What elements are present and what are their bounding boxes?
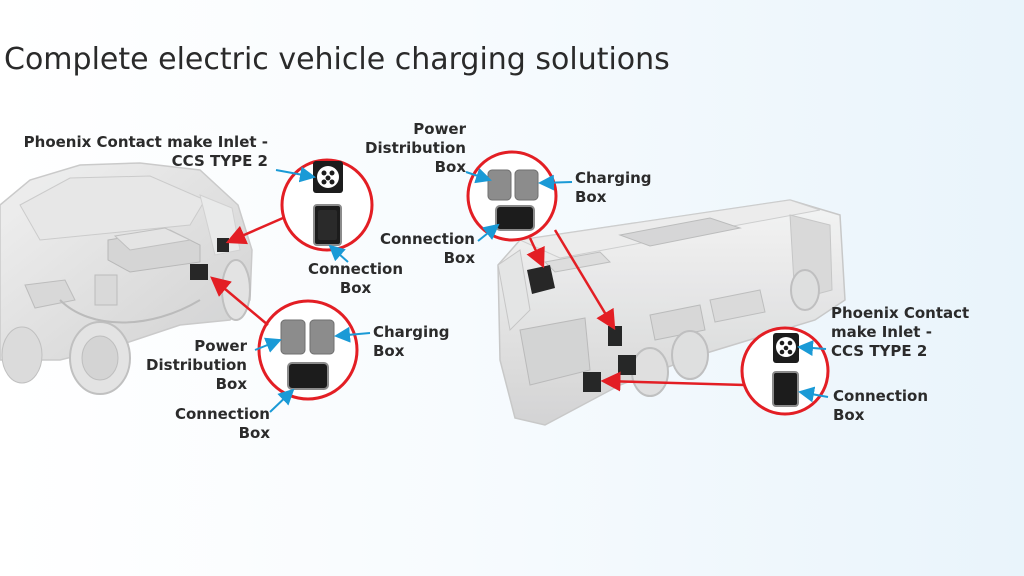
label-line: Connection <box>174 405 270 423</box>
power-distribution-box-icon <box>280 319 306 355</box>
electric-car-illustration <box>0 162 253 395</box>
pointer <box>477 223 500 242</box>
label-line: Charging <box>373 323 450 341</box>
car-connection-label-bottom: Connection Box <box>175 405 270 443</box>
bus-component-marker <box>608 326 622 346</box>
connection-box-icon <box>495 205 535 231</box>
power-distribution-box-icon <box>487 169 512 201</box>
label-line: Box <box>434 158 466 176</box>
label-line: make Inlet - <box>831 323 932 341</box>
bus-connection-label-bottom: Connection Box <box>833 387 928 425</box>
label-line: Power <box>413 120 466 138</box>
bus-connection-label-top: Connection Box <box>380 230 475 268</box>
label-line: Connection <box>379 230 475 248</box>
bus-component-arrow <box>526 237 545 269</box>
label-line: Box <box>373 342 405 360</box>
car-inlet-label: Phoenix Contact make Inlet - CCS TYPE 2 <box>24 133 268 171</box>
pointer <box>798 386 829 403</box>
bus-inlet-arrow <box>600 371 746 392</box>
pointer <box>269 388 295 413</box>
car-power-distribution-label: Power Distribution Box <box>146 337 247 394</box>
bus-component-marker <box>618 355 636 375</box>
car-distribution-callout <box>257 299 359 401</box>
label-line: Box <box>443 249 475 267</box>
charging-box-icon <box>309 319 335 355</box>
bus-distribution-callout <box>466 150 558 242</box>
label-line: Connection <box>833 387 929 405</box>
pointer <box>275 166 316 183</box>
car-charging-label: Charging Box <box>373 323 450 361</box>
car-inlet-callout <box>280 158 374 252</box>
label-line: Power <box>194 337 247 355</box>
bus-component-marker <box>527 265 555 294</box>
pointer <box>465 167 492 184</box>
label-line: Charging <box>575 169 652 187</box>
label-line: Phoenix Contact make Inlet - <box>23 133 268 151</box>
pointer <box>254 337 282 353</box>
car-component-marker <box>190 264 208 280</box>
label-line: Phoenix Contact <box>831 304 970 322</box>
label-line: Box <box>215 375 247 393</box>
pointer <box>538 174 573 191</box>
label-line: Distribution <box>146 356 247 374</box>
bus-inlet-marker <box>583 372 601 392</box>
bus-inlet-callout <box>740 326 830 416</box>
pointer <box>334 326 371 343</box>
label-line: Box <box>238 424 270 442</box>
electric-bus-illustration <box>497 199 846 426</box>
bus-inlet-label: Phoenix Contact make Inlet - CCS TYPE 2 <box>831 304 969 361</box>
car-connection-label-top: Connection Box <box>308 260 403 298</box>
page-title: Complete electric vehicle charging solut… <box>4 42 670 77</box>
label-line: CCS TYPE 2 <box>171 152 268 170</box>
pointer <box>328 244 349 263</box>
bus-power-distribution-label: Power Distribution Box <box>365 120 466 177</box>
charging-box-icon <box>514 169 539 201</box>
connection-box-icon <box>287 362 329 390</box>
car-component-arrow <box>210 276 269 326</box>
label-line: Distribution <box>365 139 466 157</box>
label-line: Box <box>339 279 372 297</box>
bus-component-arrow <box>553 229 616 331</box>
connection-box-icon <box>772 371 799 407</box>
pointer <box>797 340 827 357</box>
label-line: Connection <box>308 260 404 278</box>
label-line: Box <box>575 188 607 206</box>
car-inlet-marker <box>217 238 229 252</box>
car-inlet-arrow <box>225 216 284 245</box>
label-line: CCS TYPE 2 <box>831 342 928 360</box>
bus-charging-label: Charging Box <box>575 169 652 207</box>
label-line: Box <box>833 406 865 424</box>
